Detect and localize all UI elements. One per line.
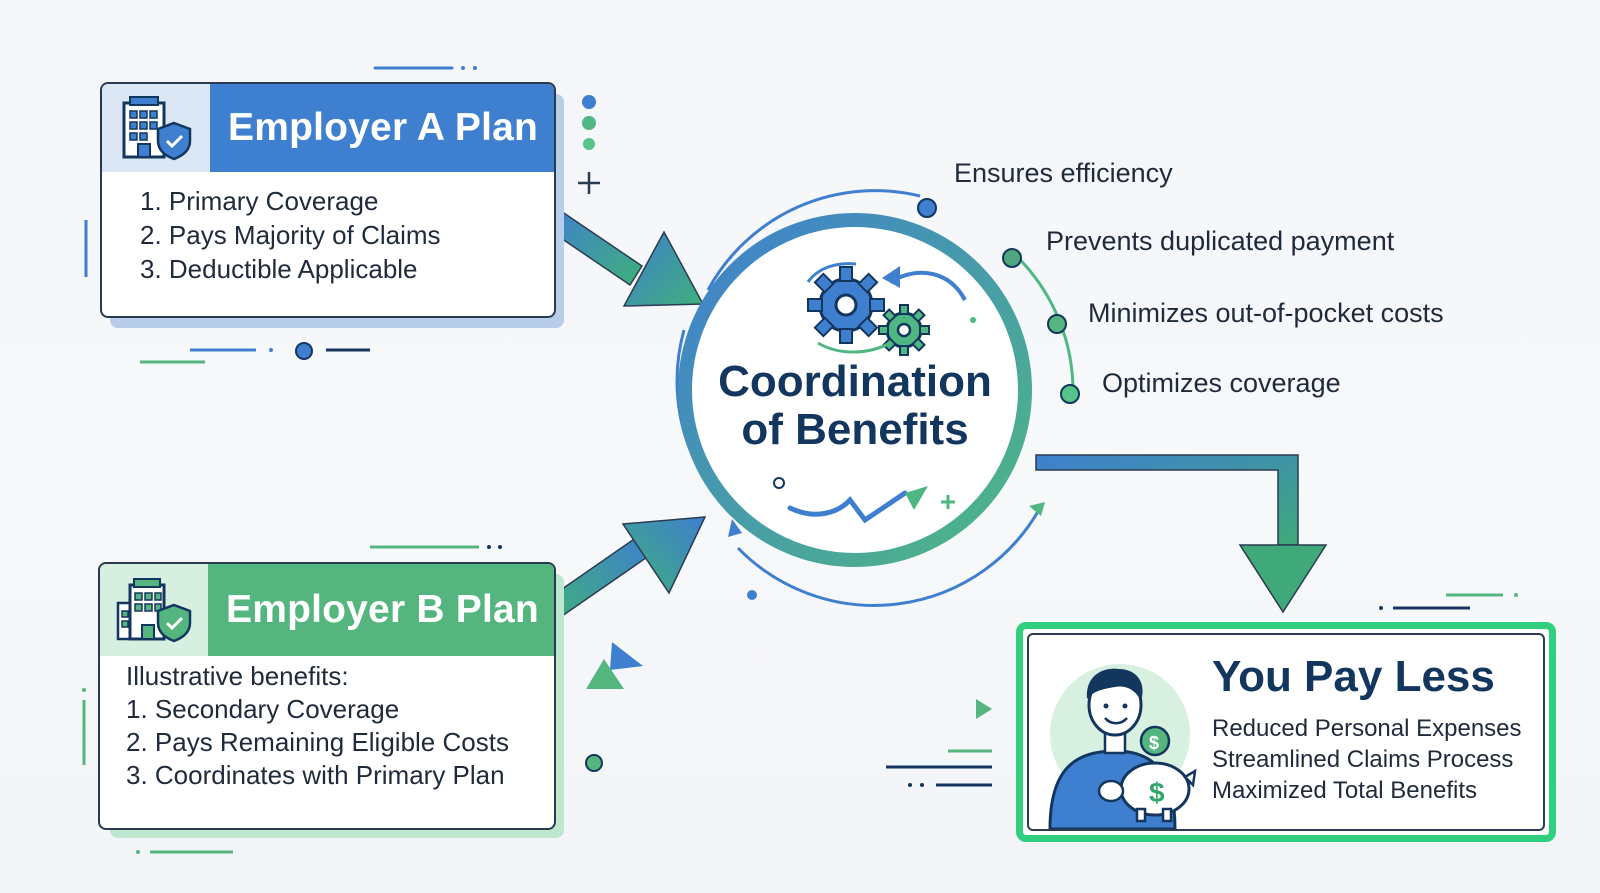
employer-a-list: 1. Primary Coverage 2. Pays Majority of …: [102, 184, 554, 316]
employer-b-item-1: 1. Secondary Coverage: [126, 694, 400, 724]
employer-a-card: Employer A Plan 1. Primary Coverage 2. P…: [100, 82, 556, 318]
arrow-hub-to-outcome: [1035, 454, 1328, 614]
svg-text:$: $: [1149, 733, 1159, 753]
hub-title: Coordination of Benefits: [700, 358, 1010, 454]
benefit-label: Minimizes out-of-pocket costs: [1088, 298, 1444, 328]
building-shield-icon: [100, 564, 208, 656]
employer-b-title: Employer B Plan: [226, 588, 539, 631]
growth-arrow-icon: [773, 477, 955, 524]
employer-a-item-3: 3. Deductible Applicable: [140, 254, 418, 284]
benefit-label: Optimizes coverage: [1102, 368, 1341, 398]
employer-b-list: Illustrative benefits: 1. Secondary Cove…: [100, 660, 554, 828]
outcome-line: Streamlined Claims Process: [1212, 746, 1514, 773]
hub-title-line-1: Coordination: [718, 357, 992, 406]
svg-text:$: $: [1149, 777, 1165, 808]
employer-b-item-3: 3. Coordinates with Primary Plan: [126, 760, 505, 790]
employer-a-item-1: 1. Primary Coverage: [140, 186, 379, 216]
decor-right: [886, 593, 1518, 787]
outcome-title: You Pay Less: [1212, 652, 1495, 701]
outcome-card-inner: $ $: [1027, 633, 1545, 831]
employer-b-card: Employer B Plan Illustrative benefits: 1…: [98, 562, 556, 830]
employer-b-item-2: 2. Pays Remaining Eligible Costs: [126, 727, 509, 757]
arrow-b-to-hub: [551, 516, 707, 625]
arrow-a-to-hub: [551, 203, 705, 307]
decor-middle-left: [82, 545, 757, 854]
benefit-label: Ensures efficiency: [954, 158, 1173, 188]
employer-b-header: Employer B Plan: [100, 564, 554, 656]
benefit-markers: [917, 198, 1080, 404]
decor-top-left: [84, 66, 600, 364]
hub-title-line-2: of Benefits: [741, 405, 969, 454]
gears-icon: [806, 262, 976, 356]
employer-a-header: Employer A Plan: [102, 84, 554, 172]
employer-b-intro: Illustrative benefits:: [126, 661, 349, 691]
employer-a-item-2: 2. Pays Majority of Claims: [140, 220, 441, 250]
outcome-line: Maximized Total Benefits: [1212, 777, 1478, 804]
building-shield-icon: [102, 84, 210, 172]
benefit-label: Prevents duplicated payment: [1046, 226, 1395, 256]
person-piggy-bank-icon: $ $: [1048, 664, 1197, 829]
outcome-line: Reduced Personal Expenses: [1212, 715, 1522, 742]
outcome-card: $ $: [1016, 622, 1556, 842]
hub-ring: [675, 189, 1075, 607]
employer-a-title: Employer A Plan: [228, 106, 539, 149]
